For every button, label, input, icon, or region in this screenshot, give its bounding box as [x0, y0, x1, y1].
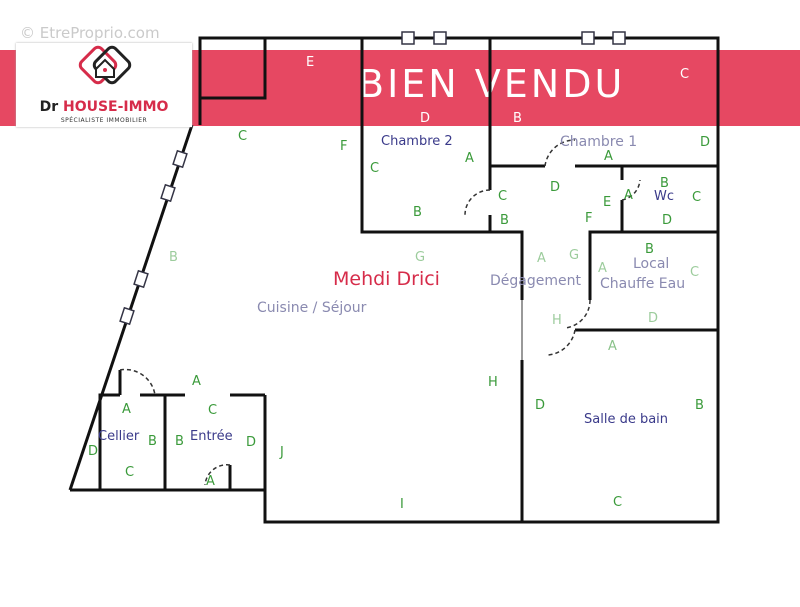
room-label-cellier: Cellier [98, 429, 140, 444]
wall-letter: D [88, 444, 98, 459]
watermark: © EtreProprio.com [20, 24, 160, 42]
wall-letter: C [690, 265, 699, 280]
room-label-chauffe-eau: Chauffe Eau [600, 276, 685, 292]
wall-letter: C [680, 67, 689, 82]
room-label-cuisine-sejour: Cuisine / Séjour [257, 300, 367, 316]
wall-letter: C [692, 190, 701, 205]
wall-letter: C [238, 129, 247, 144]
room-label-chambre-1: Chambre 1 [560, 134, 637, 150]
wall-letter: C [613, 495, 622, 510]
wall-letter: A [465, 151, 474, 166]
room-label-local: Local [633, 256, 669, 272]
room-label-degagement: Dégagement [490, 273, 581, 289]
wall-letter: B [500, 213, 509, 228]
wall-letter: D [420, 111, 430, 126]
wall-letter: D [648, 311, 658, 326]
wall-letter: F [340, 139, 347, 154]
wall-letter: A [192, 374, 201, 389]
wall-letter: A [624, 188, 633, 203]
wall-letter: A [608, 339, 617, 354]
wall-letter: D [550, 180, 560, 195]
wall-letter: B [645, 242, 654, 257]
wall-letter: B [175, 434, 184, 449]
wall-letter: C [498, 189, 507, 204]
wall-letter: B [413, 205, 422, 220]
wall-letter: E [306, 55, 314, 70]
wall-letter: H [488, 375, 498, 390]
logo-name: Dr HOUSE-IMMO [39, 99, 169, 115]
agency-logo: Dr HOUSE-IMMO SPÉCIALISTE IMMOBILIER [16, 43, 192, 127]
wall-letter: A [598, 261, 607, 276]
windows [119, 31, 626, 326]
wall-letters: E C F D C A B B D C A D C B E F A B C D … [88, 55, 710, 512]
wall-letter: J [279, 445, 284, 460]
wall-letter: D [700, 135, 710, 150]
wall-letter: B [169, 250, 178, 265]
room-label-wc: Wc [654, 189, 674, 204]
wall-letter: B [513, 111, 522, 126]
wall-letter: I [400, 497, 404, 512]
wall-letter: D [662, 213, 672, 228]
wall-letter: C [208, 403, 217, 418]
wall-letter: A [122, 402, 131, 417]
wall-letter: B [695, 398, 704, 413]
wall-letter: B [148, 434, 157, 449]
room-label-salle-de-bain: Salle de bain [584, 412, 668, 427]
wall-letter: A [537, 251, 546, 266]
wall-letter: H [552, 313, 562, 328]
wall-letter: G [415, 250, 425, 265]
doors [119, 139, 641, 486]
house-logo-icon [78, 45, 132, 85]
wall-letter: E [603, 195, 611, 210]
wall-letter: A [206, 474, 215, 489]
author-watermark: Mehdi Drici [333, 268, 440, 290]
wall-letter: B [660, 176, 669, 191]
room-label-entree: Entrée [190, 429, 233, 444]
wall-letter: C [125, 465, 134, 480]
logo-tagline: SPÉCIALISTE IMMOBILIER [60, 117, 148, 124]
wall-letter: G [569, 248, 579, 263]
wall-letter: F [585, 211, 592, 226]
wall-letter: C [370, 161, 379, 176]
walls [68, 36, 720, 524]
wall-letter: D [535, 398, 545, 413]
room-label-chambre-2: Chambre 2 [381, 134, 453, 149]
wall-letter: D [246, 435, 256, 450]
wall-letter: A [604, 149, 613, 164]
